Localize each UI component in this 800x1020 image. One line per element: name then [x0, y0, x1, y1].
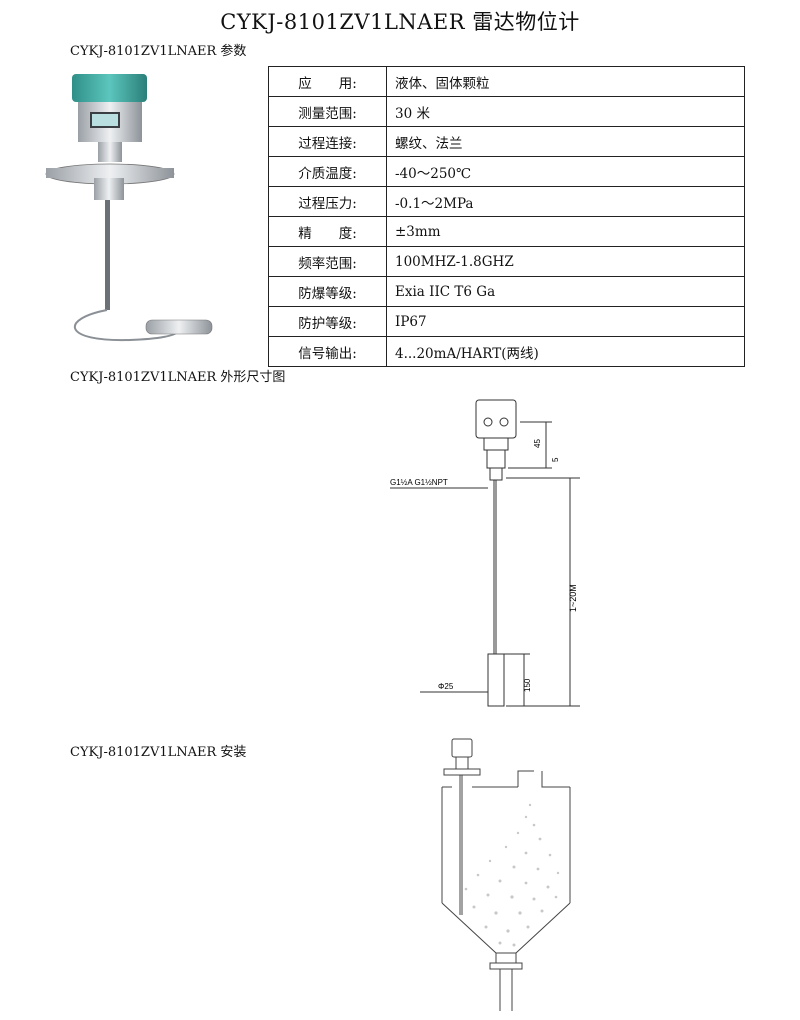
- param-key: 过程连接:: [268, 126, 387, 157]
- param-value: -40～250℃: [386, 156, 745, 187]
- page-title: CYKJ-8101ZV1LNAER 雷达物位计: [220, 10, 580, 34]
- param-key: 防爆等级:: [268, 276, 387, 307]
- params-row: 过程压力:-0.1～2MPa: [268, 186, 745, 217]
- param-key: 测量范围:: [268, 96, 387, 127]
- section-dimensions-heading: CYKJ-8101ZV1LNAER 外形尺寸图: [70, 370, 286, 385]
- section-install-heading: CYKJ-8101ZV1LNAER 安装: [70, 745, 247, 760]
- diameter-label: Φ25: [438, 682, 454, 691]
- range-label: 1~20M: [568, 584, 578, 612]
- param-value: 30 米: [386, 96, 745, 127]
- params-row: 精 度:±3mm: [268, 216, 745, 247]
- section-params-heading: CYKJ-8101ZV1LNAER 参数: [70, 44, 247, 59]
- param-value: 100MHZ-1.8GHZ: [386, 246, 745, 277]
- params-table: 应 用:液体、固体颗粒测量范围:30 米过程连接:螺纹、法兰介质温度:-40～2…: [268, 66, 745, 367]
- param-key: 频率范围:: [268, 246, 387, 277]
- thread-label: G1½A G1½NPT: [390, 478, 448, 487]
- product-photo: [45, 74, 213, 342]
- param-value: 螺纹、法兰: [386, 126, 745, 157]
- param-value: 液体、固体颗粒: [386, 66, 745, 97]
- param-value: Exia IIC T6 Ga: [386, 276, 745, 307]
- param-value: ±3mm: [386, 216, 745, 247]
- params-row: 介质温度:-40～250℃: [268, 156, 745, 187]
- params-row: 防爆等级:Exia IIC T6 Ga: [268, 276, 745, 307]
- params-row: 应 用:液体、固体颗粒: [268, 66, 745, 97]
- params-row: 信号输出:4...20mA/HART(两线): [268, 336, 745, 367]
- param-key: 介质温度:: [268, 156, 387, 187]
- params-row: 防护等级:IP67: [268, 306, 745, 337]
- weight-length-label: 150: [523, 678, 532, 692]
- params-row: 过程连接:螺纹、法兰: [268, 126, 745, 157]
- dimension-drawing: 45 5 G1½A G1½NPT 1~20M Φ25 150: [390, 399, 580, 707]
- param-key: 信号输出:: [268, 336, 387, 367]
- param-key: 精 度:: [268, 216, 387, 247]
- param-key: 防护等级:: [268, 306, 387, 337]
- installation-drawing: [441, 738, 571, 1011]
- dim-5: 5: [551, 457, 560, 462]
- param-value: -0.1～2MPa: [386, 186, 745, 217]
- param-key: 过程压力:: [268, 186, 387, 217]
- params-row: 测量范围:30 米: [268, 96, 745, 127]
- params-row: 频率范围:100MHZ-1.8GHZ: [268, 246, 745, 277]
- param-key: 应 用:: [268, 66, 387, 97]
- dim-45: 45: [533, 439, 542, 448]
- param-value: IP67: [386, 306, 745, 337]
- param-value: 4...20mA/HART(两线): [386, 336, 745, 367]
